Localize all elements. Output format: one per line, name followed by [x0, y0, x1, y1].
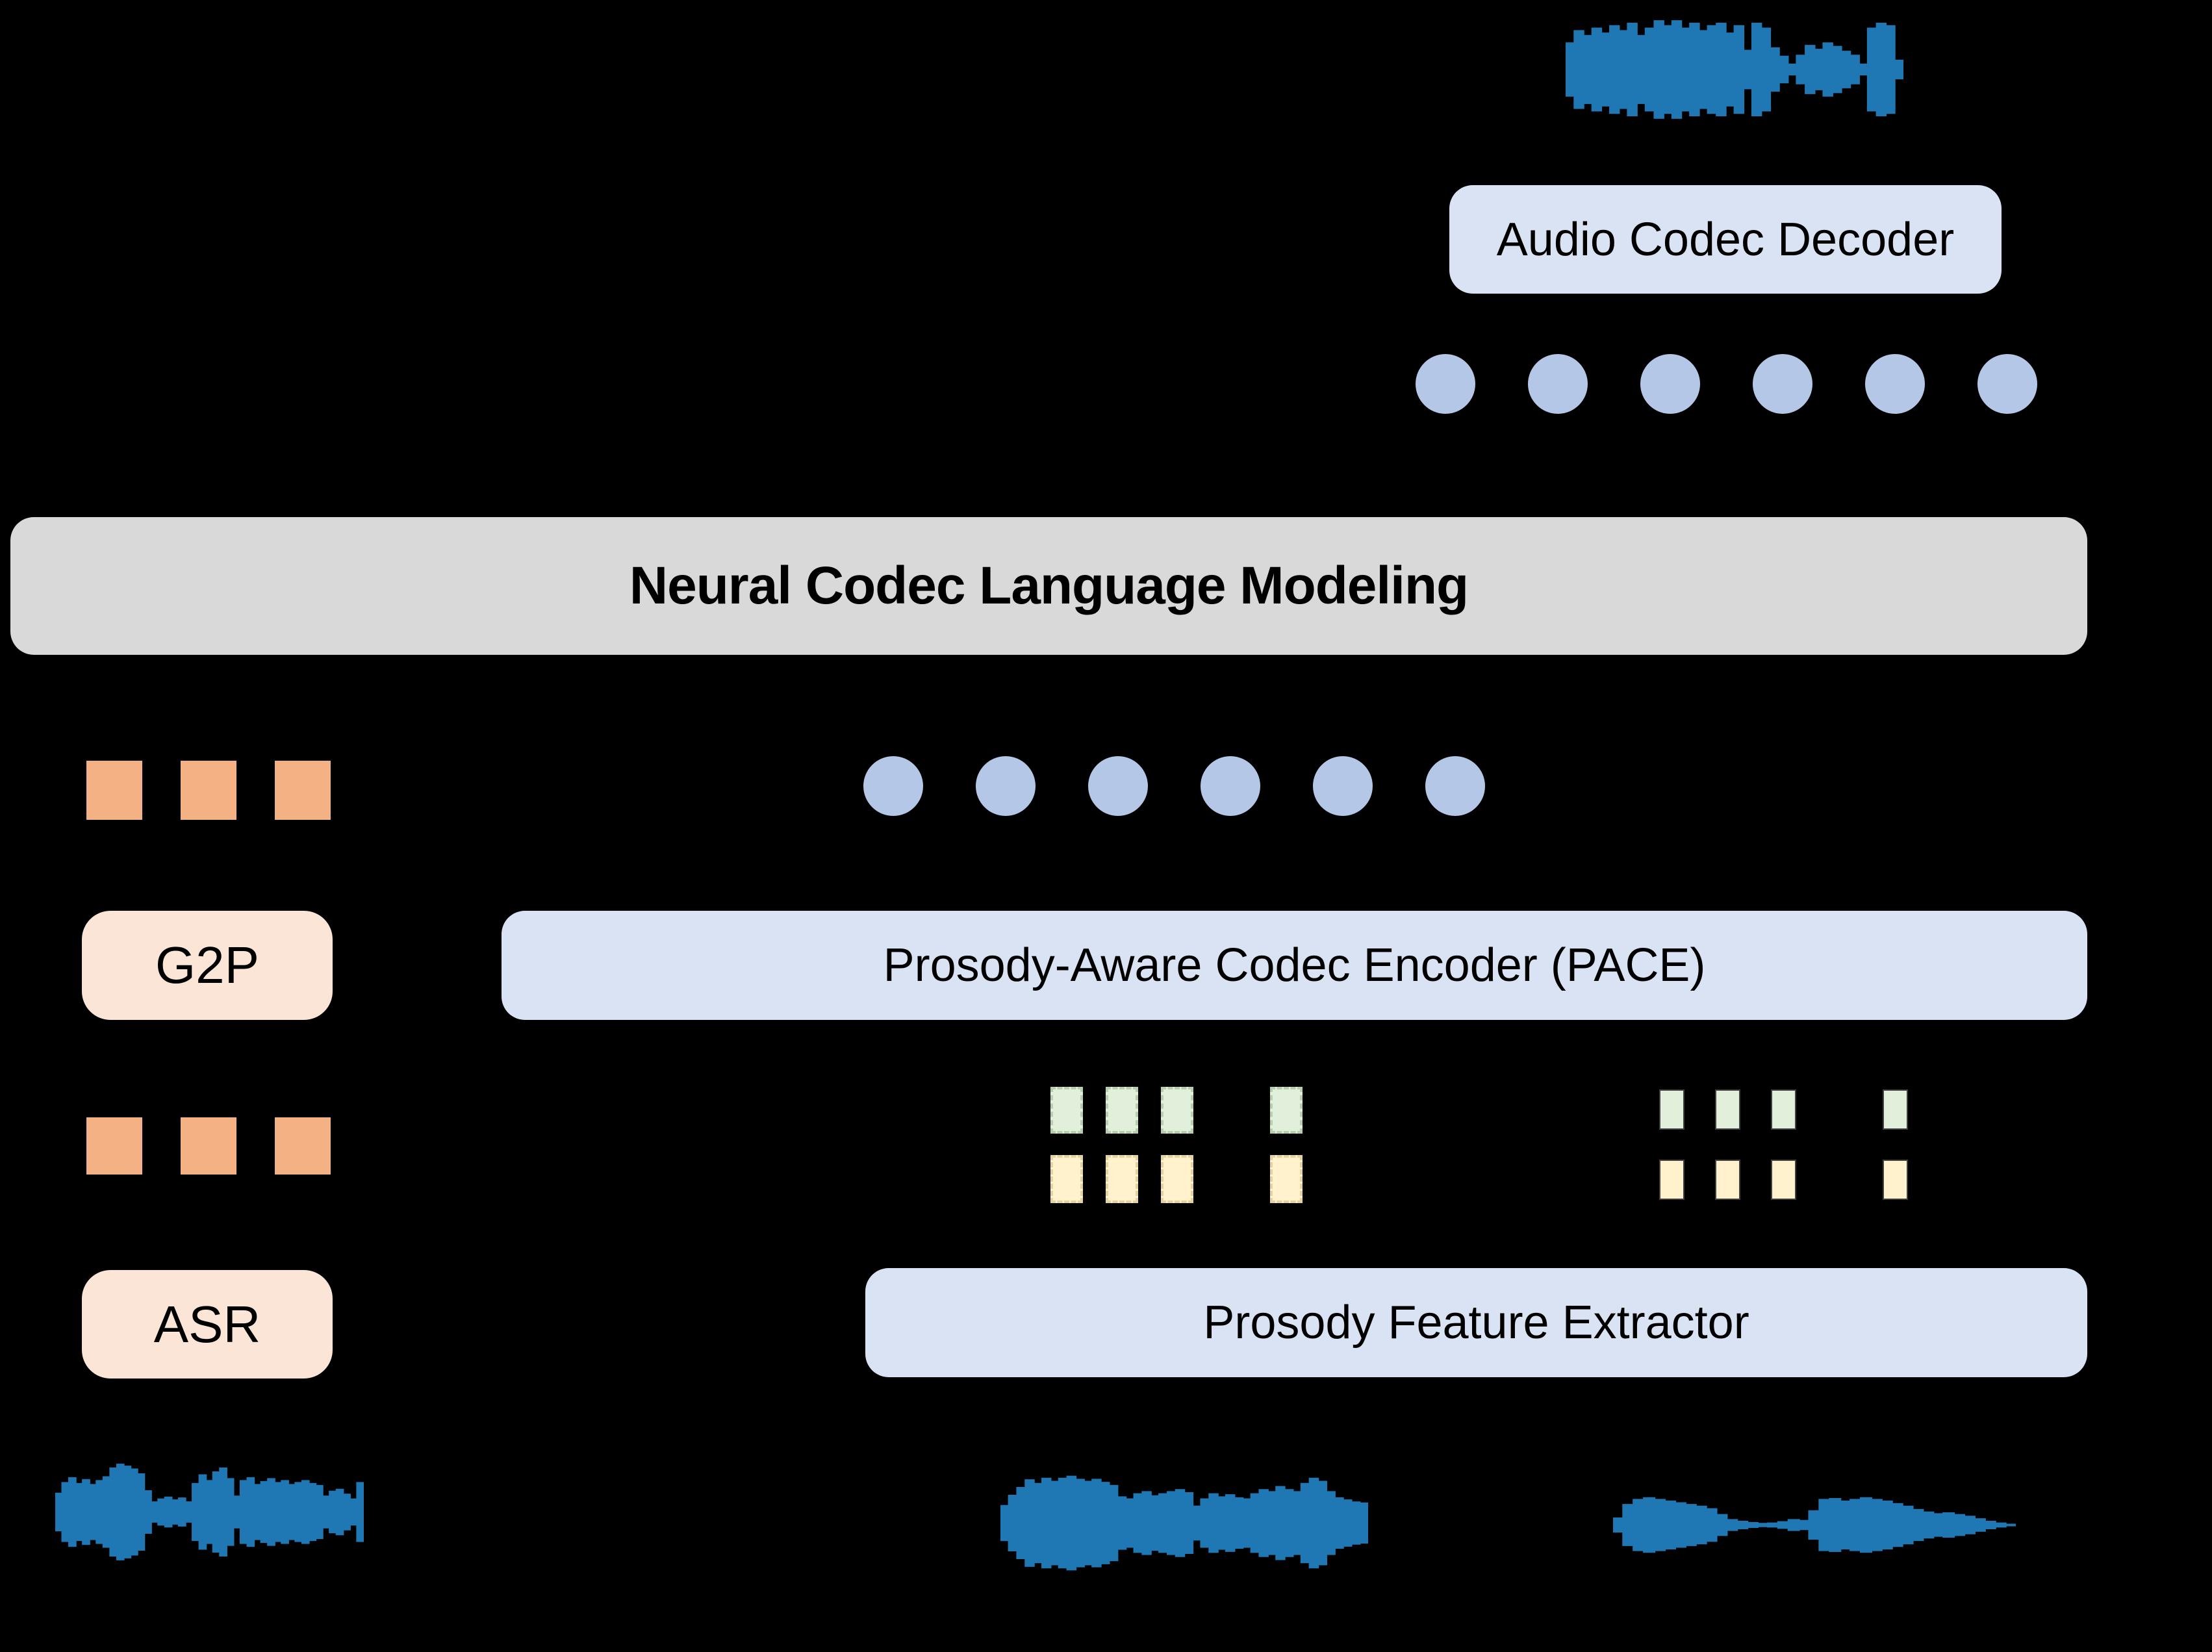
acoustic-token	[1425, 756, 1485, 816]
phoneme-token-row-bottom	[86, 1117, 331, 1175]
text-speech-input-waveform-icon	[55, 1464, 364, 1560]
prosody-token-green	[1659, 1089, 1684, 1130]
phoneme-token-row-top	[86, 761, 331, 820]
phoneme-token	[86, 1117, 142, 1175]
g2p-box: G2P	[82, 911, 333, 1020]
acoustic-token-row-mid	[863, 756, 1485, 816]
g2p-label: G2P	[155, 936, 260, 994]
prosody-token-row-green-solid	[1659, 1089, 1908, 1130]
phoneme-token	[181, 761, 236, 820]
phoneme-token	[86, 761, 142, 820]
prosody-token-row-yellow-dashed	[1050, 1155, 1303, 1203]
token-gap	[1827, 1089, 1852, 1090]
asr-box: ASR	[82, 1270, 333, 1379]
prosody-token-yellow	[1883, 1160, 1908, 1200]
prosody-speech-waveform-icon	[1613, 1497, 2016, 1553]
pace-box: Prosody-Aware Codec Encoder (PACE)	[502, 911, 2087, 1020]
acoustic-token	[976, 756, 1036, 816]
reference-speech-waveform-icon	[1000, 1475, 1368, 1571]
acoustic-token	[1865, 354, 1925, 414]
acoustic-token	[1753, 354, 1812, 414]
prosody-token-yellow	[1715, 1160, 1740, 1200]
acoustic-token	[1313, 756, 1373, 816]
asr-label: ASR	[153, 1295, 261, 1353]
acoustic-token	[1977, 354, 2037, 414]
prosody-token-yellow	[1771, 1160, 1796, 1200]
phoneme-token	[275, 1117, 331, 1175]
prosody-token-green	[1883, 1089, 1908, 1130]
phoneme-token	[181, 1117, 236, 1175]
acoustic-token	[1528, 354, 1588, 414]
audio-codec-decoder-box: Audio Codec Decoder	[1449, 185, 2002, 294]
prosody-token-row-green-dashed	[1050, 1087, 1303, 1134]
acoustic-token	[863, 756, 923, 816]
acoustic-token-row-top	[1416, 354, 2037, 414]
prosody-token-green	[1771, 1089, 1796, 1130]
prosody-token-group-solid	[1659, 1089, 1919, 1213]
prosody-token-green-dashed	[1106, 1087, 1138, 1134]
prosody-token-yellow-dashed	[1050, 1155, 1083, 1203]
prosody-token-yellow	[1659, 1160, 1684, 1200]
prosody-token-green-dashed	[1270, 1087, 1303, 1134]
token-gap	[1216, 1155, 1247, 1156]
neural-codec-language-modeling-box: Neural Codec Language Modeling	[10, 517, 2087, 655]
prosody-feature-extractor-label: Prosody Feature Extractor	[1203, 1297, 1749, 1349]
acoustic-token	[1088, 756, 1148, 816]
prosody-token-group-dashed	[1050, 1087, 1310, 1210]
acoustic-token	[1640, 354, 1700, 414]
audio-codec-decoder-label: Audio Codec Decoder	[1496, 213, 1955, 266]
acoustic-token	[1201, 756, 1260, 816]
prosody-token-yellow-dashed	[1270, 1155, 1303, 1203]
prosody-token-green-dashed	[1050, 1087, 1083, 1134]
neural-codec-language-modeling-label: Neural Codec Language Modeling	[629, 556, 1469, 615]
prosody-token-row-yellow-solid	[1659, 1160, 1908, 1200]
output-speech-waveform-icon	[1566, 20, 1903, 119]
acoustic-token	[1416, 354, 1475, 414]
prosody-feature-extractor-box: Prosody Feature Extractor	[865, 1268, 2087, 1377]
prosody-token-green	[1715, 1089, 1740, 1130]
prosody-token-yellow-dashed	[1161, 1155, 1193, 1203]
pace-label: Prosody-Aware Codec Encoder (PACE)	[883, 939, 1706, 991]
prosody-token-yellow-dashed	[1106, 1155, 1138, 1203]
phoneme-token	[275, 761, 331, 820]
prosody-token-green-dashed	[1161, 1087, 1193, 1134]
